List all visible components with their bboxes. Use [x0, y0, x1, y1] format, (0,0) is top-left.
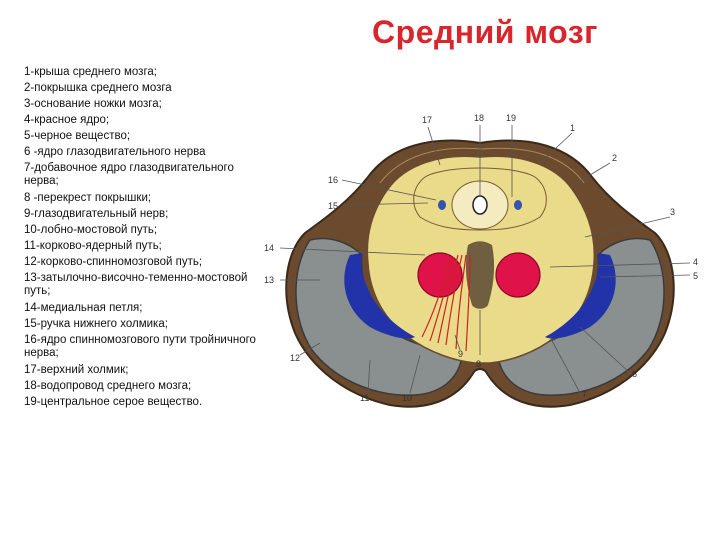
legend-item-1: 1-крыша среднего мозга; [24, 66, 269, 79]
legend-item-7: 7-добавочное ядро глазодвигательного нер… [24, 162, 269, 188]
figure-label-12: 12 [290, 353, 300, 363]
figure-label-3: 3 [670, 207, 675, 217]
legend-item-12: 12-корково-спинномозговой путь; [24, 256, 269, 269]
legend-item-9: 9-глазодвигательный нерв; [24, 208, 269, 221]
legend-item-13: 13-затылочно-височно-теменно-мостовой пу… [24, 272, 269, 298]
figure-label-16: 16 [328, 175, 338, 185]
figure-label-6: 6 [632, 369, 637, 379]
figure-label-17: 17 [422, 115, 432, 125]
cerebral-aqueduct [473, 196, 487, 214]
legend-list: 1-крыша среднего мозга; 2-покрышка средн… [24, 66, 269, 412]
legend-item-5: 5-черное вещество; [24, 130, 269, 143]
legend-item-18: 18-водопровод среднего мозга; [24, 380, 269, 393]
legend-item-17: 17-верхний холмик; [24, 364, 269, 377]
figure-label-4: 4 [693, 257, 698, 267]
figure-label-1: 1 [570, 123, 575, 133]
legend-item-19: 19-центральное серое вещество. [24, 396, 269, 409]
page-title: Средний мозг [320, 14, 650, 51]
legend-item-2: 2-покрышка среднего мозга [24, 82, 269, 95]
figure-label-11: 11 [360, 393, 369, 403]
legend-item-10: 10-лобно-мостовой путь; [24, 224, 269, 237]
figure-label-10: 10 [402, 393, 412, 403]
figure-label-5: 5 [693, 271, 698, 281]
figure-label-9: 9 [458, 349, 463, 359]
left-small-nucleus [438, 200, 446, 210]
legend-item-3: 3-основание ножки мозга; [24, 98, 269, 111]
figure-label-14: 14 [264, 243, 274, 253]
midbrain-diagram: 17 18 19 1 2 3 4 5 6 7 8 9 10 11 12 13 1… [250, 105, 710, 425]
legend-item-15: 15-ручка нижнего холмика; [24, 318, 269, 331]
figure-label-18: 18 [474, 113, 484, 123]
figure-label-2: 2 [612, 153, 617, 163]
figure-label-13: 13 [264, 275, 274, 285]
left-red-nucleus [418, 253, 462, 297]
legend-item-14: 14-медиальная петля; [24, 302, 269, 315]
figure-label-19: 19 [506, 113, 516, 123]
right-red-nucleus [496, 253, 540, 297]
right-small-nucleus [514, 200, 522, 210]
figure-label-15: 15 [328, 201, 338, 211]
figure-label-7: 7 [582, 389, 587, 399]
legend-item-6: 6 -ядро глазодвигательного нерва [24, 146, 269, 159]
figure-label-8: 8 [476, 359, 481, 369]
legend-item-11: 11-корково-ядерный путь; [24, 240, 269, 253]
midbrain-cross-section-figure: 17 18 19 1 2 3 4 5 6 7 8 9 10 11 12 13 1… [250, 105, 710, 425]
legend-item-16: 16-ядро спинномозгового пути тройничного… [24, 334, 269, 360]
legend-item-8: 8 -перекрест покрышки; [24, 192, 269, 205]
legend-item-4: 4-красное ядро; [24, 114, 269, 127]
